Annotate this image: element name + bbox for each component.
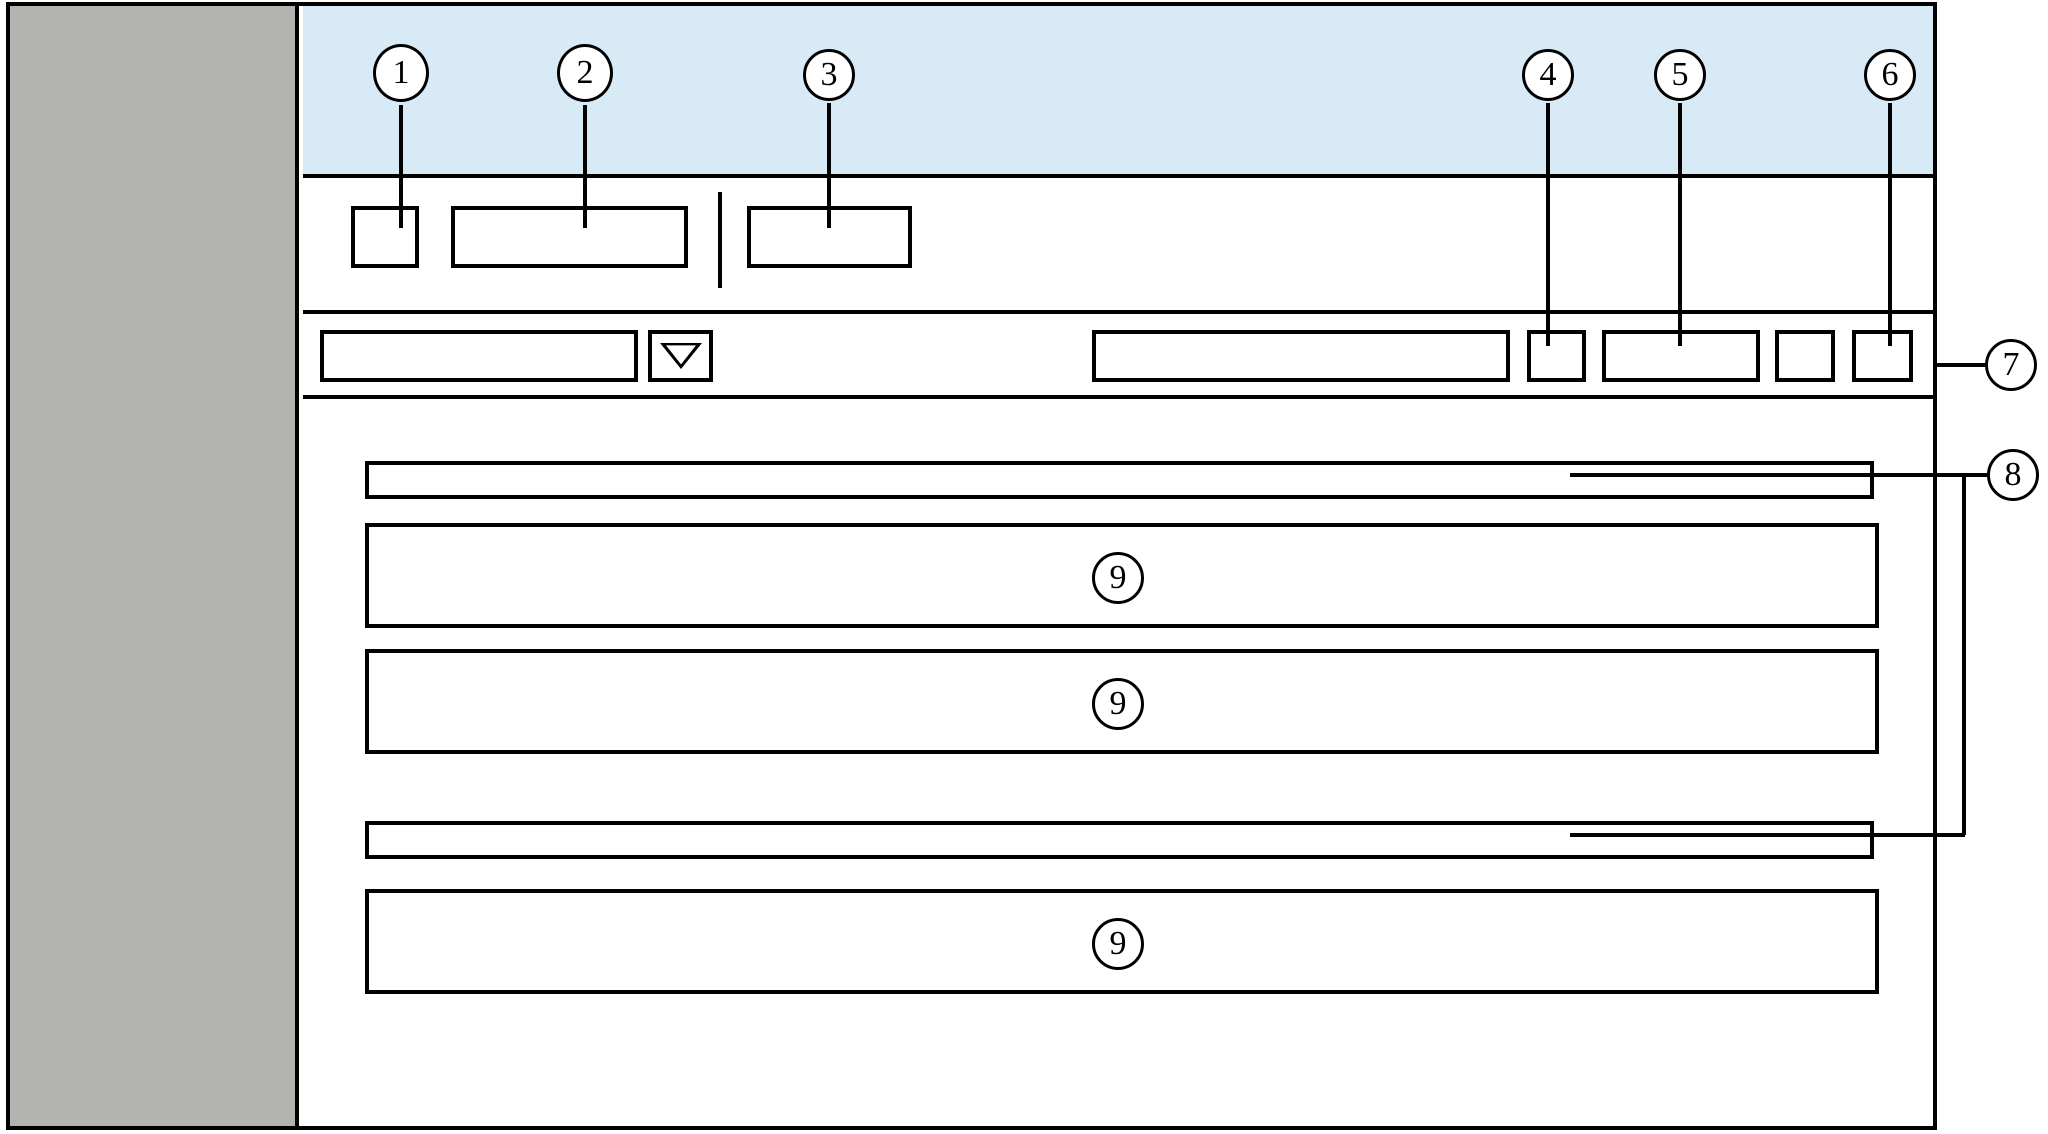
list-group-header-bar-2[interactable] (365, 821, 1874, 859)
sidebar-panel[interactable] (10, 6, 299, 1126)
callout-9-card-1[interactable]: 9 (1092, 552, 1144, 604)
primary-toolbar (303, 178, 1933, 314)
list-group-header-bar-1[interactable] (365, 461, 1874, 499)
leader-line-8-riser (1962, 473, 1966, 835)
filter-input[interactable] (1092, 330, 1510, 382)
application-window (6, 2, 1937, 1130)
callout-1[interactable]: 1 (373, 44, 429, 102)
secondary-toolbar-small-button-1[interactable] (1527, 330, 1586, 382)
callout-3[interactable]: 3 (803, 49, 855, 101)
leader-line-6 (1888, 103, 1892, 346)
leader-line-2 (583, 105, 587, 228)
toolbar-separator (718, 192, 722, 288)
secondary-toolbar (303, 314, 1933, 399)
callout-5-label: 5 (1671, 56, 1689, 93)
search-input[interactable] (320, 330, 638, 382)
callout-6-label: 6 (1881, 56, 1899, 93)
callout-4-label: 4 (1539, 56, 1557, 93)
callout-5[interactable]: 5 (1654, 49, 1706, 101)
callout-9-card-2[interactable]: 9 (1092, 678, 1144, 730)
callout-9-card-2-label: 9 (1109, 685, 1127, 722)
callout-9-card-3[interactable]: 9 (1092, 918, 1144, 970)
leader-line-4 (1546, 103, 1550, 346)
callout-2[interactable]: 2 (557, 44, 613, 102)
primary-toolbar-icon-button[interactable] (351, 206, 419, 268)
secondary-toolbar-small-button-3[interactable] (1852, 330, 1913, 382)
callout-8-label: 8 (2004, 456, 2022, 493)
secondary-toolbar-small-button-2[interactable] (1775, 330, 1835, 382)
leader-line-1 (399, 105, 403, 228)
callout-9-card-1-label: 9 (1109, 559, 1127, 596)
chevron-down-icon-inner (665, 345, 696, 365)
leader-line-8-bottom (1570, 833, 1965, 837)
leader-line-5 (1678, 103, 1682, 346)
leader-line-3 (827, 103, 831, 228)
callout-6[interactable]: 6 (1864, 49, 1916, 101)
leader-line-7 (1937, 363, 1986, 367)
callout-8[interactable]: 8 (1987, 449, 2039, 501)
list-card-3[interactable] (365, 889, 1879, 994)
callout-3-label: 3 (820, 56, 838, 93)
list-results-area (303, 399, 1933, 1126)
callout-4[interactable]: 4 (1522, 49, 1574, 101)
callout-7[interactable]: 7 (1985, 339, 2037, 391)
content-column (303, 6, 1933, 1126)
callout-1-label: 1 (392, 54, 410, 91)
callout-9-card-3-label: 9 (1109, 925, 1127, 962)
primary-toolbar-wide-button[interactable] (451, 206, 688, 268)
leader-line-8-top (1570, 473, 1988, 477)
callout-7-label: 7 (2002, 346, 2020, 383)
sort-dropdown-button[interactable] (648, 330, 713, 382)
callout-2-label: 2 (576, 54, 594, 91)
